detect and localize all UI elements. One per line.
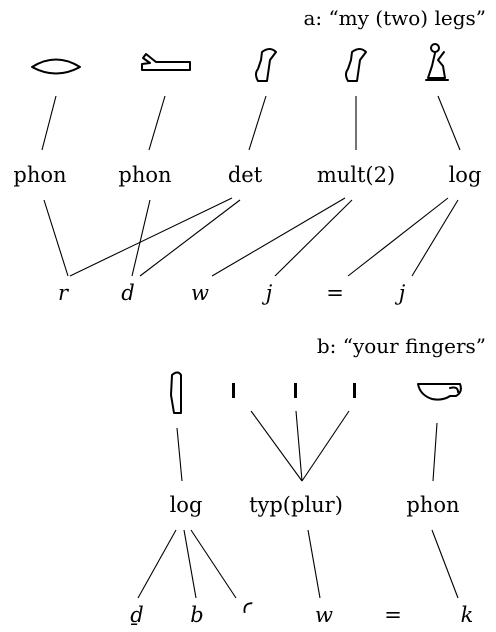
panel-b: b: “your fingers” log typ(plur) phon (130, 334, 486, 627)
function-label: typ(plur) (249, 493, 343, 517)
link-line (43, 199, 69, 277)
transliteration-sign: r (58, 281, 70, 305)
link-line (250, 410, 303, 482)
transliteration-sign: d (121, 281, 134, 305)
link-line (248, 95, 267, 151)
panel-a: a: “my (two) legs” phon phon det mult(2) (13, 6, 486, 305)
link-line (301, 410, 350, 482)
seated-man-hieroglyph-icon (425, 43, 449, 81)
leg-hieroglyph-icon (255, 48, 277, 82)
stroke-hieroglyph-icon (294, 383, 297, 398)
link-line (411, 199, 459, 277)
link-line (211, 197, 346, 277)
link-line (274, 199, 353, 277)
basket-hieroglyph-icon (417, 383, 462, 401)
hand-hieroglyph-icon (141, 53, 191, 71)
function-label: log (170, 493, 203, 517)
transliteration-sign: w (315, 603, 333, 627)
transliteration-sign: ꜥ (241, 595, 253, 619)
panel-a-caption: a: “my (two) legs” (303, 6, 486, 30)
finger-hieroglyph-icon (170, 371, 182, 414)
stroke-hieroglyph-icon (232, 383, 235, 398)
link-line (176, 427, 183, 482)
stroke-hieroglyph-icon (353, 383, 356, 398)
link-line (183, 529, 197, 599)
link-line (190, 529, 237, 599)
link-line (137, 529, 177, 599)
link-line (131, 199, 151, 277)
link-line (148, 95, 166, 151)
transliteration-sign: w (191, 281, 209, 305)
function-label: mult(2) (317, 163, 395, 187)
transliteration-sign: b (190, 603, 203, 627)
link-line (437, 95, 461, 151)
transliteration-sign: ḏ (130, 603, 143, 627)
function-label: log (449, 163, 482, 187)
function-label: phon (13, 163, 66, 187)
function-label: phon (406, 493, 459, 517)
link-line (431, 529, 459, 599)
clitic-separator: = (326, 281, 344, 305)
link-line (139, 199, 241, 277)
link-line (295, 410, 303, 482)
transliteration-sign: k (461, 603, 474, 627)
link-line (69, 197, 233, 277)
clitic-separator: = (384, 603, 402, 627)
function-label: det (228, 163, 263, 187)
panel-b-caption: b: “your fingers” (317, 334, 486, 358)
link-line (41, 95, 57, 151)
mouth-hieroglyph-icon (31, 58, 81, 75)
leg-hieroglyph-icon (345, 48, 367, 82)
link-line (347, 197, 449, 277)
link-line (432, 422, 438, 482)
link-line (307, 529, 321, 599)
transliteration-sign: j (262, 281, 273, 305)
function-label: phon (118, 163, 171, 187)
transliteration-sign: j (395, 281, 406, 305)
